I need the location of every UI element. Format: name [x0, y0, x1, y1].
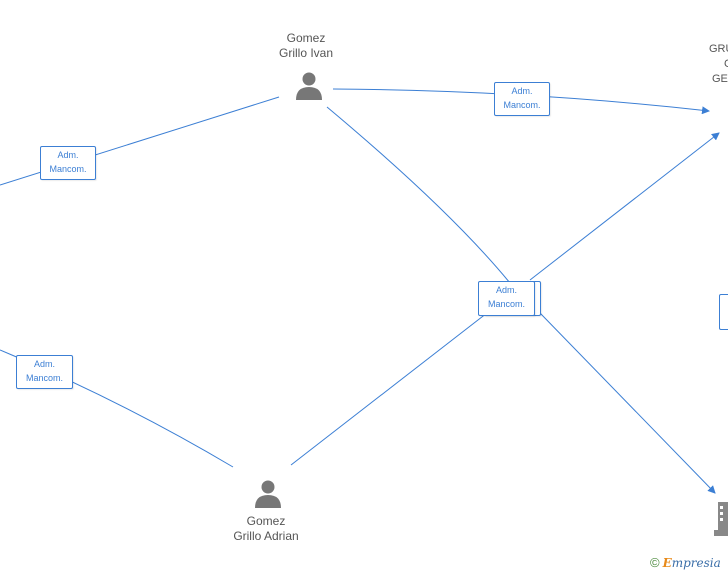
brand-watermark: ©Empresia [650, 555, 721, 573]
company-top-label-line3: GE [712, 73, 728, 85]
node-label-ivan-line2: Grillo Ivan [278, 46, 334, 60]
relation-box-partial-right[interactable] [719, 294, 728, 330]
relation-type: Mancom. [49, 164, 87, 174]
node-label-adrian: Gomez Grillo Adrian [221, 514, 311, 544]
relation-box-ivan-company[interactable]: Adm. Mancom. [494, 82, 550, 116]
edge-center-to-company-top [529, 132, 720, 281]
node-label-adrian-line2: Grillo Adrian [233, 529, 299, 543]
relation-role: Adm. [33, 359, 55, 369]
brand-initial: E [662, 556, 672, 570]
node-label-ivan-line1: Gomez [286, 31, 326, 45]
edge-ivan-to-center [326, 106, 511, 284]
company-top-label-line2: C [724, 58, 728, 70]
node-label-ivan: Gomez Grillo Ivan [266, 31, 346, 61]
relation-type: Mancom. [487, 299, 525, 309]
company-top-label-line1: GRU [709, 43, 728, 55]
building-icon[interactable] [710, 500, 728, 538]
brand-name: mpresia [671, 556, 721, 570]
relation-box-center[interactable]: Adm. Mancom. [478, 281, 535, 316]
node-label-adrian-line1: Gomez [246, 514, 286, 528]
edge-center-to-company-bottom [539, 312, 716, 494]
relation-type: Mancom. [503, 100, 541, 110]
person-icon[interactable] [294, 71, 324, 101]
relation-type: Mancom. [25, 373, 63, 383]
copyright-icon: © [650, 555, 660, 570]
relation-box-left-adrian[interactable]: Adm. Mancom. [16, 355, 73, 389]
relation-role: Adm. [495, 285, 517, 295]
company-top-label: GRU C GE [709, 42, 728, 87]
relation-box-left-ivan[interactable]: Adm. Mancom. [40, 146, 96, 180]
person-icon[interactable] [253, 479, 283, 509]
relation-role: Adm. [57, 150, 79, 160]
edge-adrian-to-center [290, 312, 488, 466]
relation-role: Adm. [511, 86, 533, 96]
